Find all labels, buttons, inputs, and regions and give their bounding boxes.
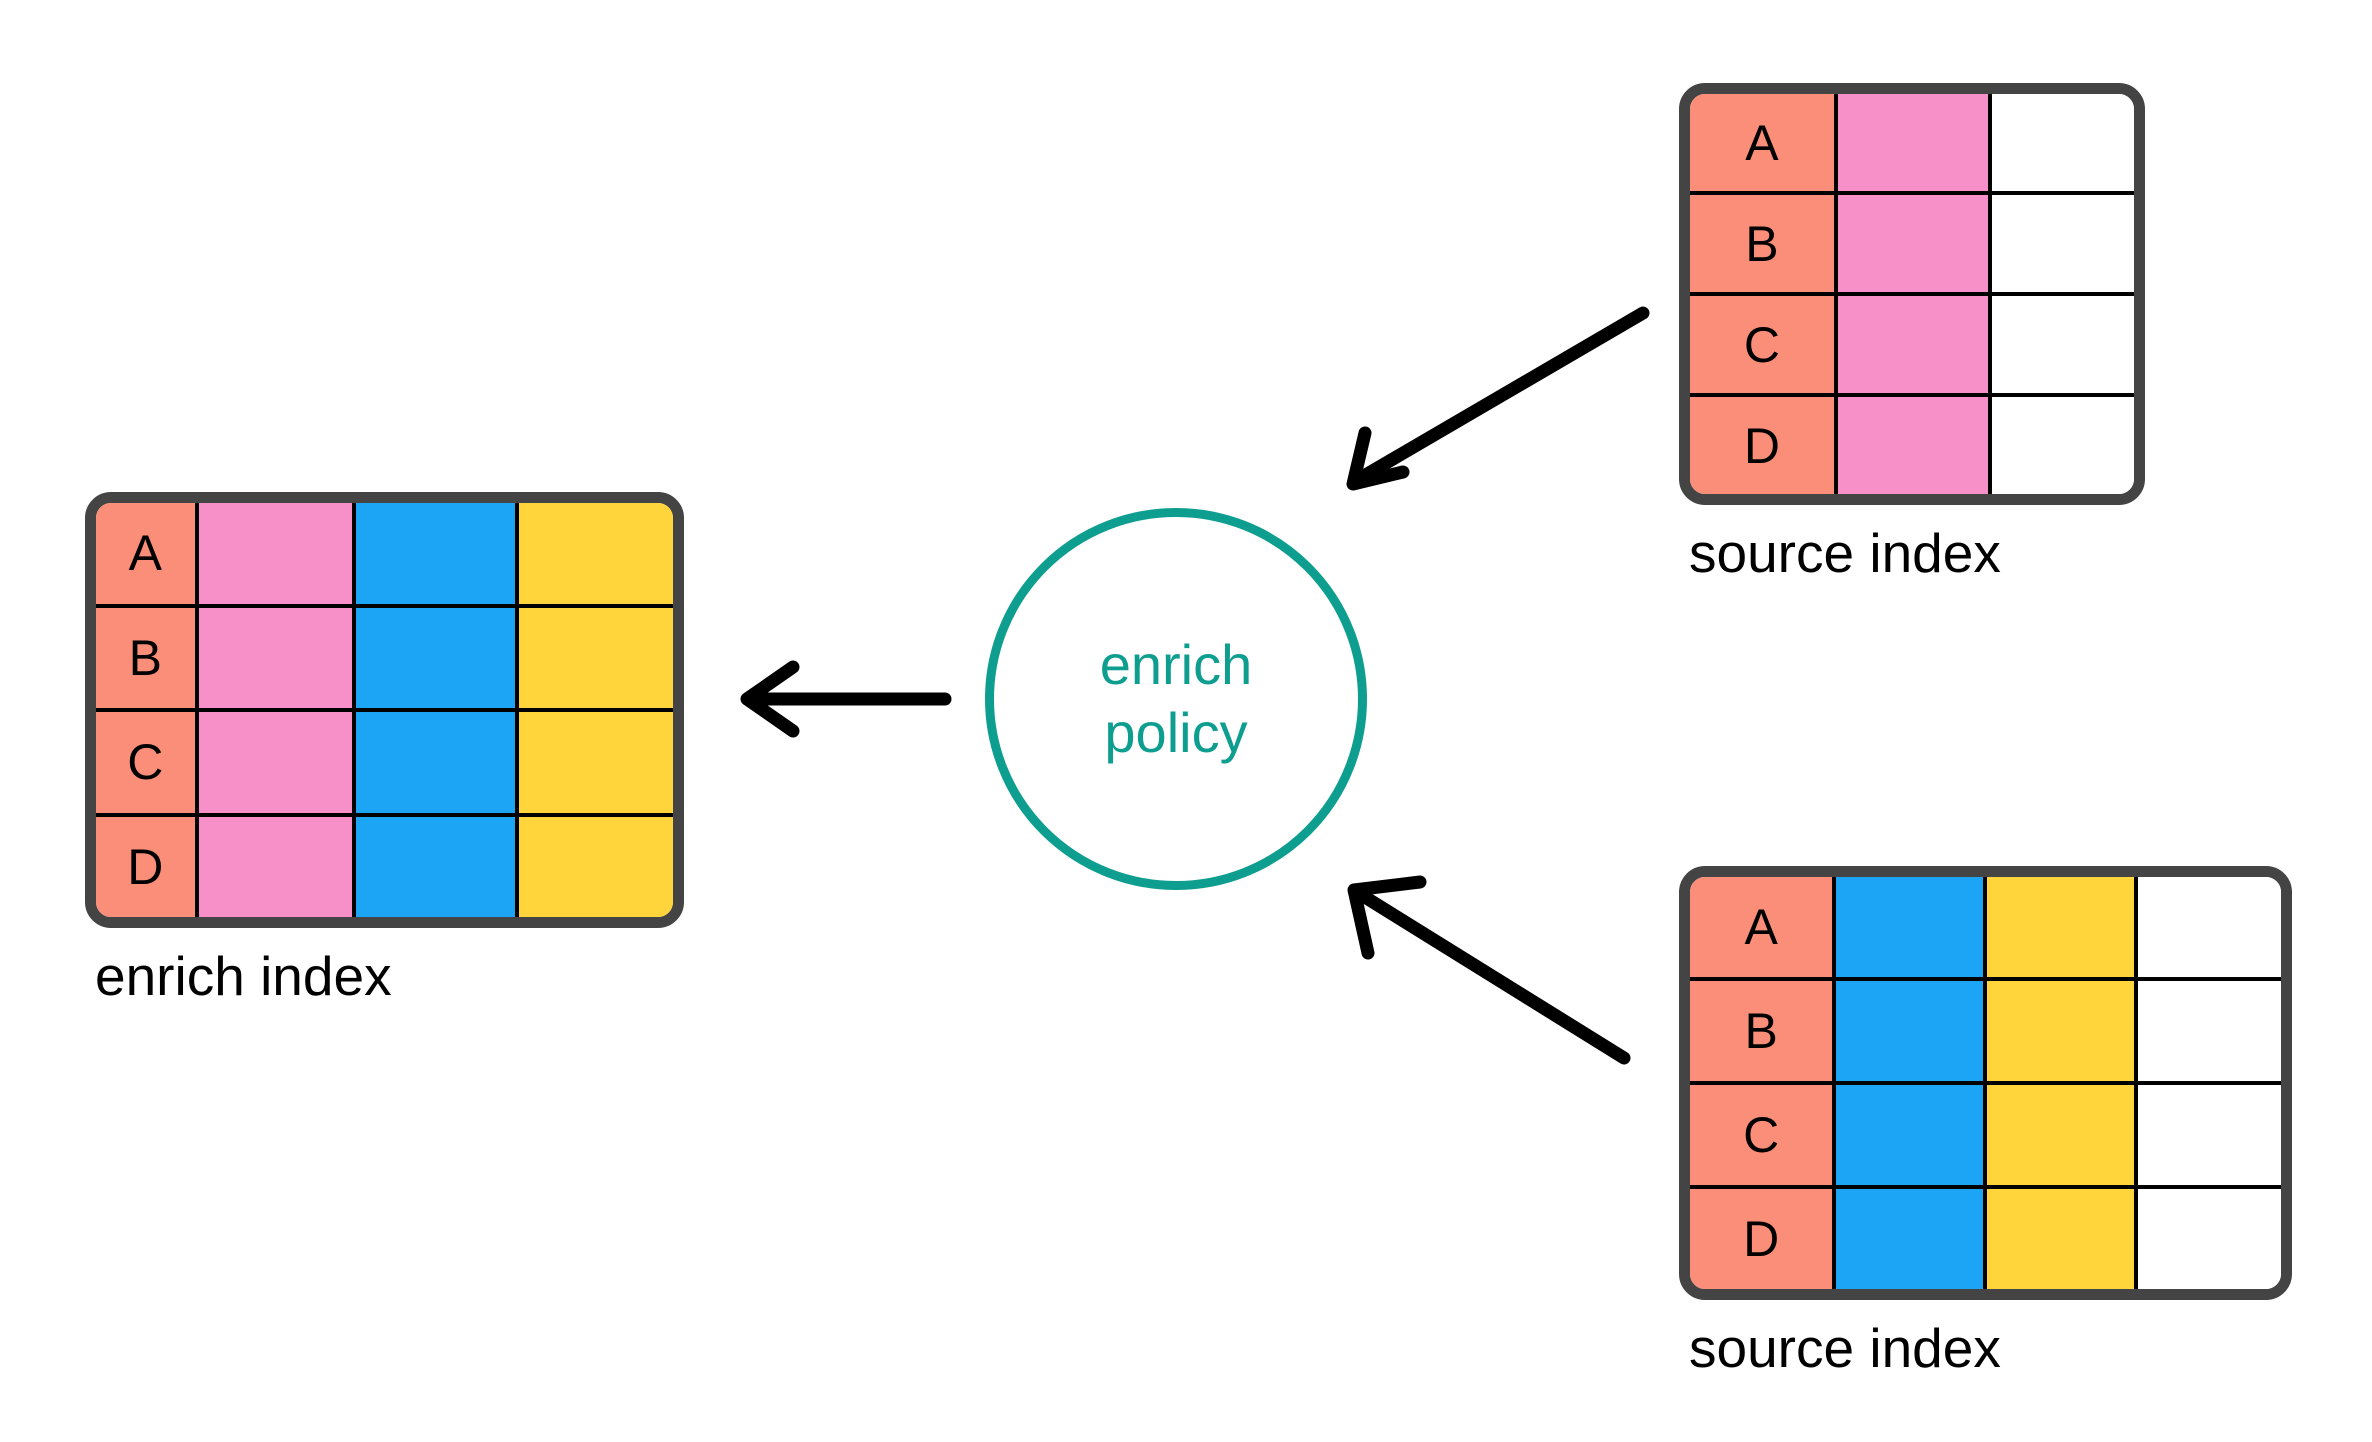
- table-row: B: [1690, 977, 2281, 1081]
- table-row: D: [1690, 1185, 2281, 1289]
- table-cell-blue-field: [1832, 1085, 1983, 1185]
- table-cell-key: A: [96, 503, 195, 604]
- table-cell-yellow-field: [515, 712, 673, 813]
- enrich-policy-label-line1: enrich: [1099, 632, 1253, 696]
- table-cell-key: D: [1690, 1189, 1833, 1289]
- cell-key-label: A: [128, 525, 163, 582]
- table-cell-blue-field: [352, 503, 516, 604]
- table-cell-blue-field: [1832, 877, 1983, 977]
- table-cell-pink-field: [1833, 397, 1989, 494]
- table-row: A: [1690, 94, 2134, 191]
- table-row: A: [1690, 877, 2281, 977]
- cell-key-label: A: [1744, 899, 1778, 955]
- cell-key-label: A: [1745, 114, 1779, 171]
- table-cell-yellow-field: [515, 607, 673, 708]
- table-row: C: [1690, 1081, 2281, 1185]
- table-cell-empty-field: [1988, 397, 2134, 494]
- cell-key-label: C: [127, 734, 164, 791]
- table-cell-blue-field: [352, 607, 516, 708]
- table-cell-key: B: [1690, 195, 1834, 292]
- table-cell-yellow-field: [1982, 1189, 2134, 1289]
- table-cell-yellow-field: [515, 503, 673, 604]
- table-row: C: [96, 708, 673, 813]
- enrich-index-caption: enrich index: [95, 945, 392, 1007]
- cell-key-label: B: [128, 629, 163, 686]
- table-row: B: [1690, 191, 2134, 292]
- table-cell-key: C: [1690, 1085, 1833, 1185]
- table-cell-yellow-field: [1982, 877, 2134, 977]
- cell-key-label: C: [1743, 316, 1780, 373]
- table-cell-key: C: [96, 712, 195, 813]
- enrich-policy-label-line2: policy: [1104, 701, 1248, 764]
- table-cell-pink-field: [194, 816, 353, 917]
- enrich-policy-node[interactable]: enrich policy: [985, 508, 1367, 890]
- source-index-top-caption: source index: [1689, 522, 2001, 584]
- table-row: D: [1690, 393, 2134, 494]
- table-cell-empty-field: [2133, 877, 2281, 977]
- table-cell-key: D: [1690, 397, 1834, 494]
- table-cell-pink-field: [194, 712, 353, 813]
- table-cell-pink-field: [1833, 195, 1989, 292]
- cell-key-label: C: [1743, 1107, 1780, 1163]
- table-cell-empty-field: [2133, 1085, 2281, 1185]
- table-cell-yellow-field: [1982, 1085, 2134, 1185]
- table-cell-empty-field: [1988, 94, 2134, 191]
- arrow-policy-to-enrich-index: [740, 660, 952, 738]
- table-row: C: [1690, 292, 2134, 393]
- cell-key-label: D: [1743, 1211, 1780, 1267]
- table-cell-key: D: [96, 816, 195, 917]
- table-cell-blue-field: [352, 712, 516, 813]
- table-cell-key: A: [1690, 94, 1834, 191]
- cell-key-label: D: [1743, 417, 1780, 474]
- table-cell-yellow-field: [515, 816, 673, 917]
- table-cell-pink-field: [1833, 296, 1989, 393]
- cell-key-label: D: [127, 838, 164, 895]
- table-cell-yellow-field: [1982, 981, 2134, 1081]
- source-index-bottom-caption: source index: [1689, 1317, 2001, 1379]
- table-row: B: [96, 603, 673, 708]
- table-cell-pink-field: [194, 607, 353, 708]
- table-row: A: [96, 503, 673, 604]
- arrow-source-bottom-to-policy: [1347, 875, 1631, 1065]
- table-cell-key: C: [1690, 296, 1834, 393]
- table-cell-key: B: [1690, 981, 1833, 1081]
- table-cell-pink-field: [194, 503, 353, 604]
- table-cell-key: A: [1690, 877, 1833, 977]
- cell-key-label: B: [1745, 215, 1779, 272]
- table-cell-empty-field: [1988, 296, 2134, 393]
- table-cell-blue-field: [1832, 981, 1983, 1081]
- table-cell-blue-field: [352, 816, 516, 917]
- table-row: D: [96, 812, 673, 917]
- table-cell-empty-field: [2133, 981, 2281, 1081]
- table-cell-pink-field: [1833, 94, 1989, 191]
- table-cell-empty-field: [2133, 1189, 2281, 1289]
- cell-key-label: B: [1744, 1003, 1778, 1059]
- table-cell-key: B: [96, 607, 195, 708]
- arrow-source-top-to-policy: [1346, 306, 1650, 491]
- table-cell-blue-field: [1832, 1189, 1983, 1289]
- table-cell-empty-field: [1988, 195, 2134, 292]
